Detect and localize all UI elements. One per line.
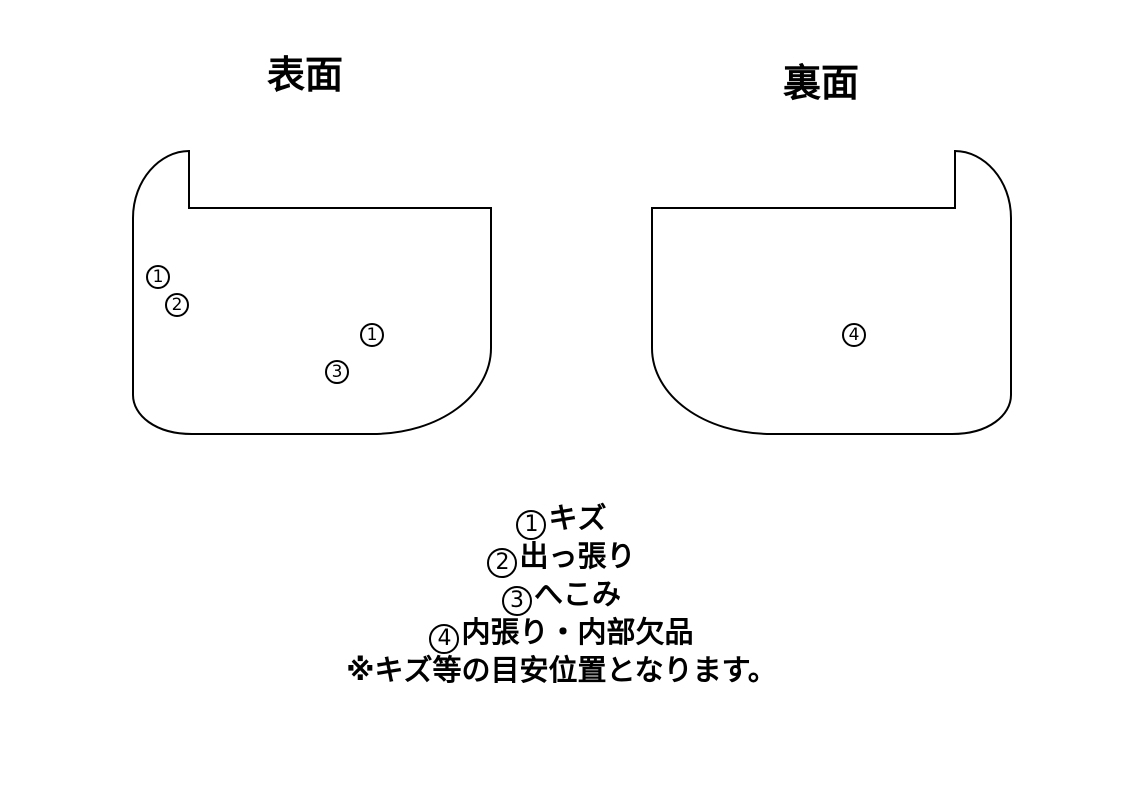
front-panel-outline — [132, 149, 492, 435]
legend-text: 内張り・内部欠品 — [461, 615, 694, 649]
front-marker-1: 1 — [360, 323, 384, 347]
back-side-title: 裏面 — [782, 61, 859, 105]
legend-text: へこみ — [533, 577, 621, 611]
front-marker-2: 2 — [165, 293, 189, 317]
circled-number-icon: 1 — [516, 510, 547, 540]
legend-text: 出っ張り — [519, 539, 636, 573]
legend-text: キズ — [548, 501, 607, 535]
front-marker-1: 1 — [146, 265, 170, 289]
circled-number-icon: 4 — [429, 624, 460, 654]
front-side-title: 表面 — [266, 53, 343, 97]
legend-note: ※キズ等の目安位置となります。 — [346, 653, 777, 687]
circled-number-icon: 3 — [501, 586, 532, 616]
back-marker-4: 4 — [842, 323, 866, 347]
circled-number-icon: 2 — [487, 548, 518, 578]
front-marker-3: 3 — [325, 360, 349, 384]
back-panel-outline — [651, 149, 1012, 435]
